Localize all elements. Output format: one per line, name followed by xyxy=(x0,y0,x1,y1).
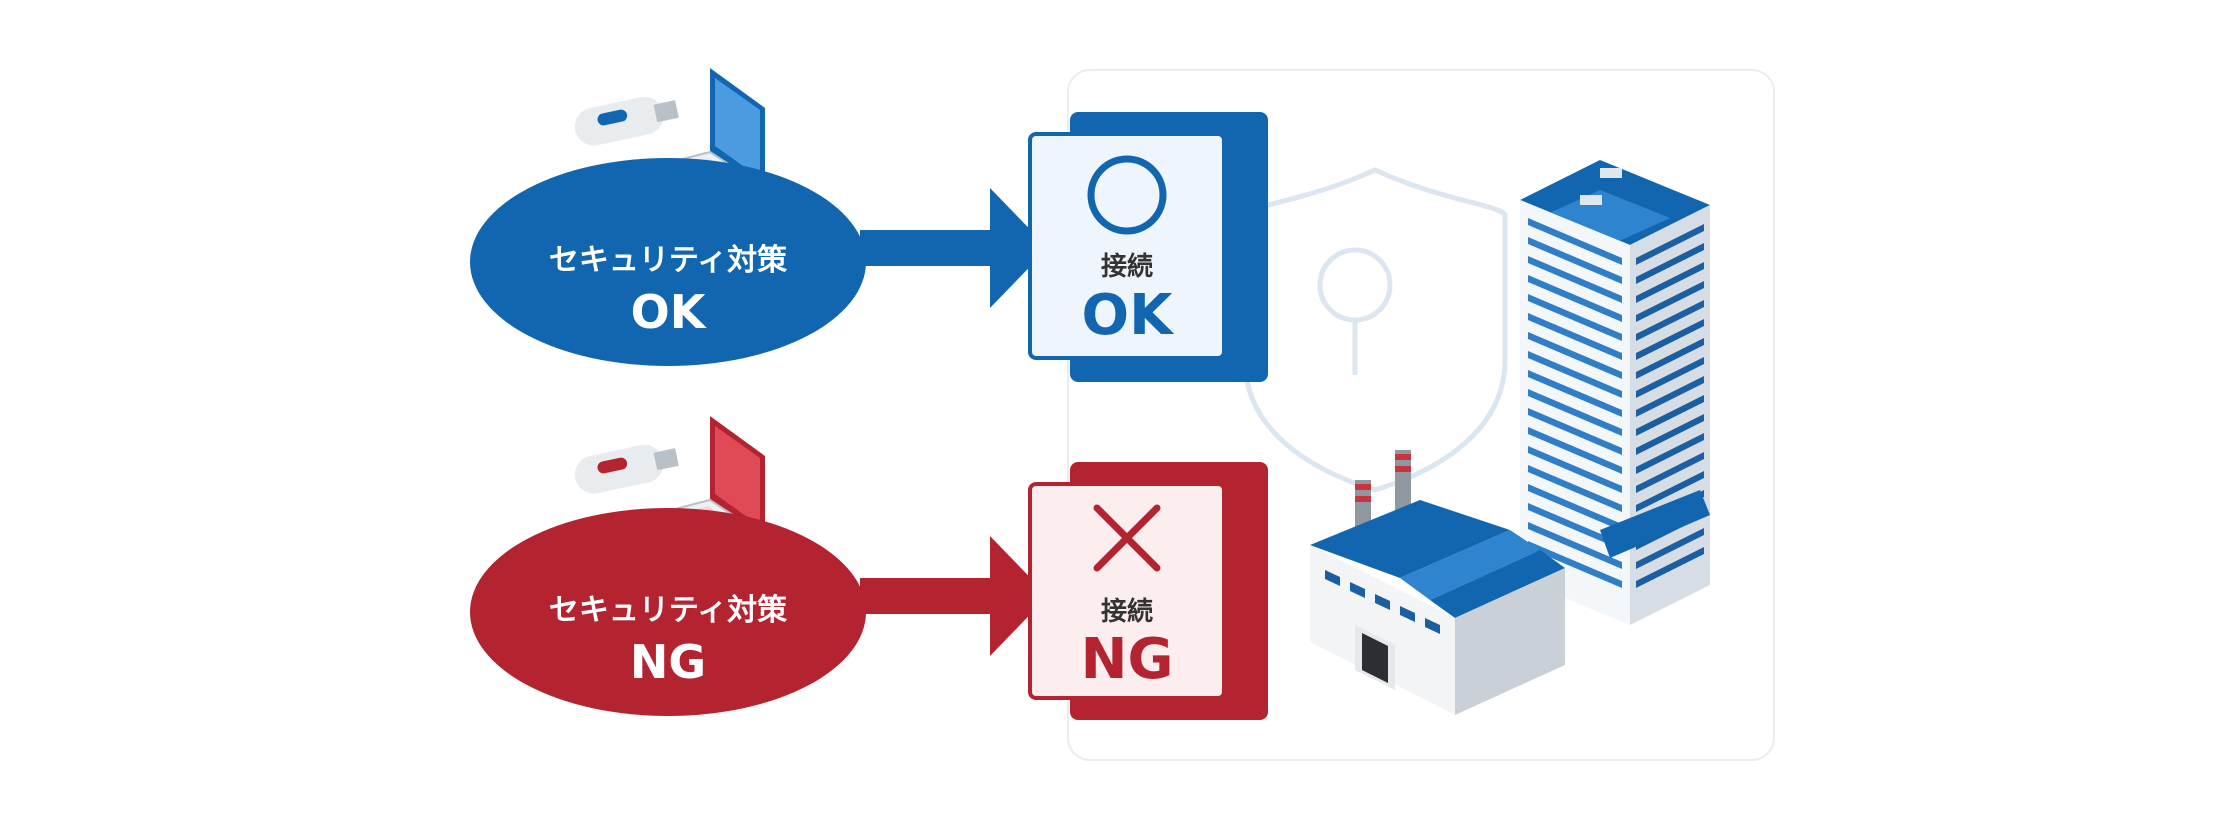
office-window-left xyxy=(1528,237,1622,284)
office-window-left xyxy=(1528,389,1622,436)
ok-condition-result: OK xyxy=(631,285,708,339)
ng-condition-ellipse xyxy=(470,508,866,716)
office-window-left xyxy=(1528,294,1622,341)
office-window-right xyxy=(1636,281,1704,322)
ok-arrow-icon xyxy=(860,188,1048,308)
office-window-left xyxy=(1528,256,1622,303)
ng-row: セキュリティ対策 NG 接続 NG xyxy=(470,416,1268,720)
office-window-right xyxy=(1636,262,1704,303)
office-window-right xyxy=(1636,319,1704,360)
ng-arrow-icon xyxy=(860,536,1048,656)
office-window-left xyxy=(1528,332,1622,379)
office-window-right xyxy=(1636,395,1704,436)
office-window-right xyxy=(1636,224,1704,265)
ok-circle-icon xyxy=(1087,155,1167,235)
ok-connection-box: 接続 OK xyxy=(1028,112,1268,382)
office-window-left xyxy=(1528,503,1622,550)
office-window-left xyxy=(1528,427,1622,474)
office-window-right xyxy=(1636,357,1704,398)
ng-condition-label: セキュリティ対策 xyxy=(549,593,787,628)
office-window-left xyxy=(1528,275,1622,322)
office-window-right xyxy=(1636,338,1704,379)
office-window-right xyxy=(1636,452,1704,493)
office-window-left xyxy=(1528,351,1622,398)
office-window-right xyxy=(1636,433,1704,474)
office-window-left xyxy=(1528,313,1622,360)
office-window-right xyxy=(1636,243,1704,284)
office-window-left xyxy=(1528,465,1622,512)
office-window-left xyxy=(1528,522,1622,569)
factory-icon xyxy=(1310,450,1565,715)
ok-connection-label: 接続 xyxy=(1101,251,1153,282)
ng-condition-result: NG xyxy=(630,635,706,689)
ok-row: セキュリティ対策 OK 接続 OK xyxy=(470,68,1268,382)
office-building-icon xyxy=(1520,160,1710,625)
office-window-left xyxy=(1528,446,1622,493)
office-window-left xyxy=(1528,541,1622,588)
office-window-left xyxy=(1528,218,1622,265)
office-window-right xyxy=(1636,376,1704,417)
ng-connection-result: NG xyxy=(1081,627,1174,692)
ng-cross-icon xyxy=(1093,504,1161,572)
office-window-left xyxy=(1528,408,1622,455)
ok-connection-result: OK xyxy=(1082,283,1176,348)
office-window-left xyxy=(1528,370,1622,417)
ok-condition-label: セキュリティ対策 xyxy=(549,243,787,278)
ng-connection-label: 接続 xyxy=(1101,596,1153,627)
office-window-right xyxy=(1636,414,1704,455)
office-window-right xyxy=(1636,528,1704,569)
office-windows-left xyxy=(1528,218,1622,588)
ng-connection-box: 接続 NG xyxy=(1028,462,1268,720)
ok-condition-ellipse xyxy=(470,158,866,366)
office-window-left xyxy=(1528,484,1622,531)
office-window-right xyxy=(1636,300,1704,341)
office-window-right xyxy=(1636,547,1704,588)
office-window-right xyxy=(1636,471,1704,512)
